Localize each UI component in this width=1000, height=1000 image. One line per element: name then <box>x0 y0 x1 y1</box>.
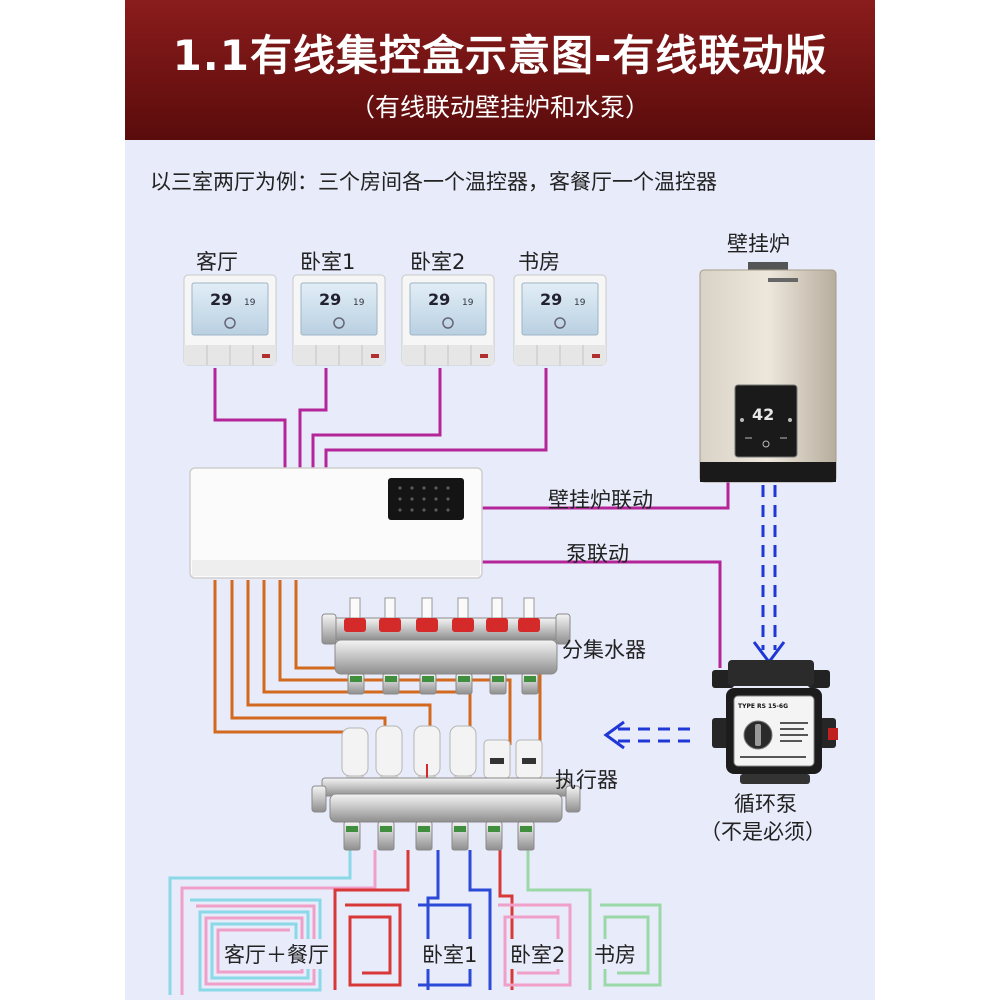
pump-note: （不是必须） <box>700 816 826 846</box>
thermostat-label-study: 书房 <box>518 246 560 276</box>
pump-nameplate: TYPE RS 15-6G <box>738 703 788 710</box>
loop-living-room <box>170 850 375 995</box>
boiler-display: 42 <box>752 405 774 424</box>
thermostat-bedroom-1: 29 19 <box>293 275 385 365</box>
control-box <box>190 468 482 578</box>
thermostat-study: 29 19 <box>514 275 606 365</box>
manifold-label: 分集水器 <box>562 634 646 664</box>
actuators <box>342 726 542 786</box>
thermostat-wiring <box>215 368 546 468</box>
thermostat-group: 29 19 29 19 <box>184 275 606 365</box>
thermostat-setpoint: 19 <box>462 298 474 308</box>
thermostat-temp: 29 <box>540 290 562 309</box>
boiler-link-label: 壁挂炉联动 <box>548 484 653 514</box>
thermostat-setpoint: 19 <box>574 298 586 308</box>
thermostat-setpoint: 19 <box>244 298 256 308</box>
zone-label-study: 书房 <box>592 939 638 969</box>
boiler-label: 壁挂炉 <box>727 228 790 258</box>
loop-bedroom-1 <box>335 850 470 990</box>
thermostat-living-room: 29 19 <box>184 275 276 365</box>
thermostat-temp: 29 <box>210 290 232 309</box>
thermostat-label-living-room: 客厅 <box>196 246 238 276</box>
loop-bedroom-2 <box>470 850 570 990</box>
wall-boiler: 42 <box>700 262 836 482</box>
zone-label-living-dining: 客厅＋餐厅 <box>222 939 331 969</box>
thermostat-label-bedroom-1: 卧室1 <box>300 246 355 276</box>
pump-link-label: 泵联动 <box>566 538 629 568</box>
return-outlets <box>344 822 534 850</box>
loop-study <box>528 850 660 990</box>
return-manifold <box>312 726 580 850</box>
circulation-pump: TYPE RS 15-6G <box>712 660 838 784</box>
zone-label-bedroom-2: 卧室2 <box>508 939 567 969</box>
floor-heating-loops <box>170 850 660 995</box>
zone-label-bedroom-1: 卧室1 <box>420 939 479 969</box>
actuator-label: 执行器 <box>555 764 618 794</box>
thermostat-setpoint: 19 <box>353 298 365 308</box>
pump-label: 循环泵 <box>734 788 797 818</box>
thermostat-temp: 29 <box>319 290 341 309</box>
thermostat-bedroom-2: 29 19 <box>402 275 494 365</box>
thermostat-temp: 29 <box>428 290 450 309</box>
thermostat-label-bedroom-2: 卧室2 <box>410 246 465 276</box>
